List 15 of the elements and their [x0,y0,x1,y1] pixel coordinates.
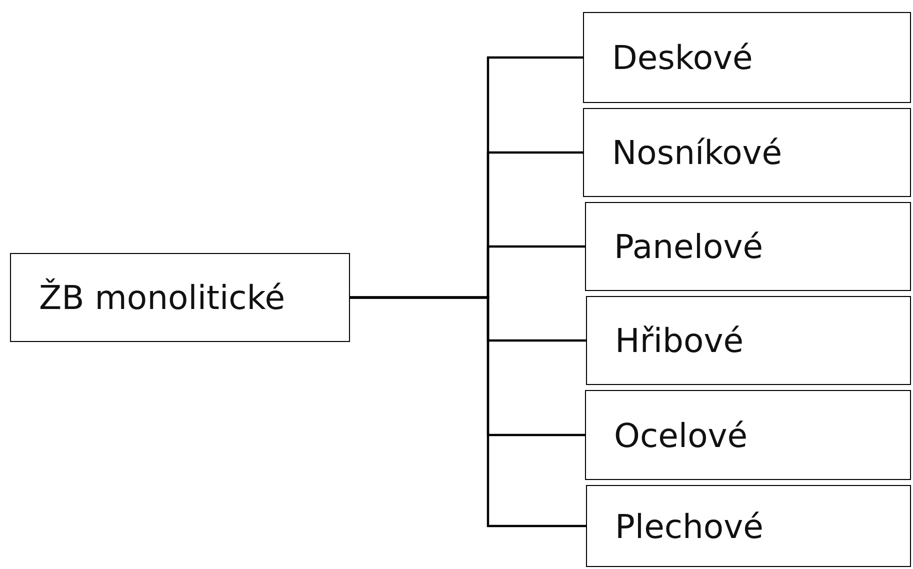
box-label: ŽB monolitické [39,278,286,317]
category-box [585,202,911,291]
category-box [586,485,911,567]
category-box [583,108,911,197]
category-box [585,390,911,480]
box-label: Ocelové [614,416,748,454]
category-box [583,12,911,103]
connector-line [350,296,586,528]
box-label: Deskové [612,38,753,77]
box-label: Nosníkové [612,133,782,172]
box-label: Plechové [615,506,764,546]
box-label: Panelové [614,227,764,266]
box-label: Hřibové [615,321,744,360]
category-box [586,296,911,385]
category-box [10,253,350,342]
